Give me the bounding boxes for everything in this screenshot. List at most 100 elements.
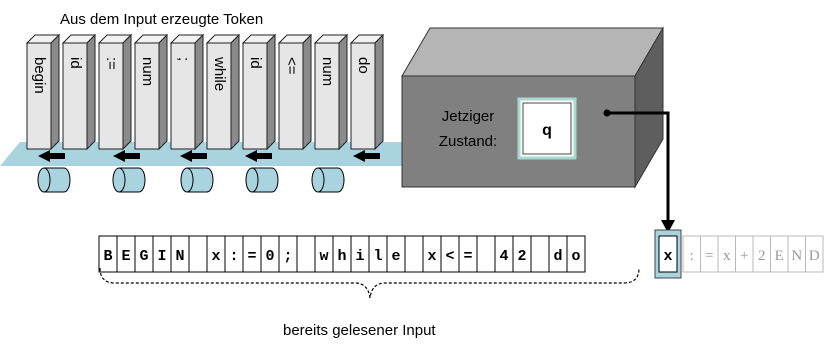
belt-rollers <box>37 167 345 193</box>
roller-end <box>311 167 325 193</box>
tape-unread-cell: N <box>787 235 806 273</box>
tape-char: h <box>337 248 346 265</box>
tape-unread-cell: + <box>735 235 754 273</box>
roller-icon <box>37 167 71 193</box>
token-label: id <box>67 57 84 69</box>
tape-char: E <box>121 248 130 265</box>
tape-cell-box <box>566 235 586 273</box>
unread-char: : <box>690 248 694 264</box>
token-label: while <box>211 56 228 91</box>
token-block: id <box>241 33 277 151</box>
token-block: while <box>205 33 241 151</box>
token-side <box>374 33 384 151</box>
tape-unread-cell: x <box>717 235 736 273</box>
tape-cell-box <box>296 235 316 273</box>
tape-cell: 0 <box>260 235 280 273</box>
tape-cell: 4 <box>494 235 514 273</box>
roller-cap <box>63 167 71 193</box>
belt-arrow-icon <box>180 150 207 162</box>
token-label: num <box>319 57 336 86</box>
roller-end <box>180 167 194 193</box>
tape-char: 0 <box>265 248 274 265</box>
unread-char: 2 <box>758 248 766 264</box>
machine-top <box>401 27 664 77</box>
state-label-line2: Zustand: <box>439 133 497 150</box>
token-side <box>194 33 204 151</box>
tape-cell: E <box>116 235 136 273</box>
read-input-brace <box>99 267 640 299</box>
tape-cell: B <box>98 235 118 273</box>
token-side <box>50 33 60 151</box>
tape-cell-box <box>530 235 550 273</box>
tape-cell <box>476 235 496 273</box>
roller-cap <box>206 167 214 193</box>
unread-char: D <box>809 248 820 264</box>
tape-char: ; <box>283 248 292 265</box>
token-block: <= <box>277 33 313 151</box>
token-side <box>86 33 96 151</box>
token-face <box>278 42 304 150</box>
tape-char: 4 <box>499 248 508 265</box>
tape-cell: G <box>134 235 154 273</box>
tape-cell <box>404 235 424 273</box>
token-block: := <box>97 33 133 151</box>
token-face <box>350 42 376 150</box>
token-side <box>338 33 348 151</box>
unread-cell-box <box>805 235 824 273</box>
lexer-machine: Jetziger Zustand: q <box>401 26 675 233</box>
tape-cell: 2 <box>512 235 532 273</box>
token-side <box>266 33 276 151</box>
token-face <box>62 42 88 150</box>
tape-char: : <box>229 248 238 265</box>
token-side <box>122 33 132 151</box>
tape-cell: l <box>368 235 388 273</box>
tape-char: I <box>157 248 166 265</box>
tape-char: = <box>463 248 472 265</box>
token-block: do <box>349 33 385 151</box>
arrow-left-icon <box>180 150 207 162</box>
token-block: id <box>61 33 97 151</box>
read-head-line <box>607 111 670 224</box>
tape-unread-cell: : <box>682 235 701 273</box>
tape-unread-cell: E <box>770 235 789 273</box>
token-face <box>206 42 232 150</box>
tape-char: w <box>319 248 328 265</box>
tape-char: o <box>571 248 580 265</box>
arrow-left-icon <box>38 150 65 162</box>
tape-cell: I <box>152 235 172 273</box>
tape-cell: x <box>422 235 442 273</box>
token-face <box>98 42 124 150</box>
tape-unread-cell: 2 <box>752 235 771 273</box>
tape-current-cell: x <box>654 229 682 279</box>
token-face <box>134 42 160 150</box>
token-label: do <box>355 57 372 74</box>
belt-arrow-icon <box>113 150 140 162</box>
roller-icon <box>311 167 345 193</box>
tape-unread-cell: = <box>700 235 719 273</box>
tape-char: B <box>103 248 112 265</box>
current-cell-box <box>658 235 678 273</box>
tape-cell-box <box>188 235 208 273</box>
tape-cell: = <box>458 235 478 273</box>
state-label-line1: Jetziger <box>442 108 495 125</box>
belt-arrow-icon <box>38 150 65 162</box>
tape-cell-box <box>476 235 496 273</box>
tape-cell: d <box>548 235 568 273</box>
belt-arrow-icon <box>245 150 272 162</box>
bottom-caption: bereits gelesener Input <box>283 322 436 339</box>
tape-char: e <box>391 248 400 265</box>
roller-end <box>245 167 259 193</box>
token-label: num <box>139 57 156 86</box>
arrow-left-icon <box>113 150 140 162</box>
roller-icon <box>180 167 214 193</box>
token-label: ; <box>175 57 192 61</box>
token-face <box>26 42 52 150</box>
tape-char: 2 <box>517 248 526 265</box>
tape-char: i <box>355 248 364 265</box>
roller-end <box>37 167 51 193</box>
token-label: <= <box>283 57 300 75</box>
